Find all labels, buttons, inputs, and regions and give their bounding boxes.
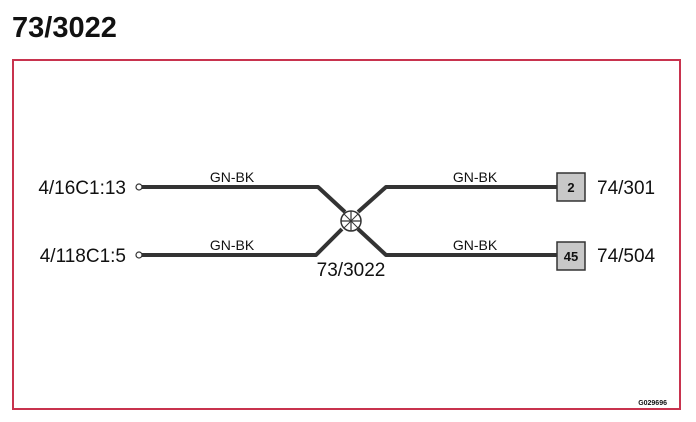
connector-label-left-top: 4/16C1:13 xyxy=(38,178,126,199)
wire-right-top xyxy=(356,185,558,214)
connector-label-right-top: 74/301 xyxy=(597,178,655,199)
pin-box-top xyxy=(556,172,586,202)
wire-right-bottom xyxy=(356,227,558,257)
diagram-frame xyxy=(12,59,681,410)
terminal-left-bottom xyxy=(135,251,143,259)
wire-color-left-bottom: GN-BK xyxy=(210,237,255,253)
wire-color-right-top: GN-BK xyxy=(453,169,498,185)
wire-left-bottom xyxy=(142,227,344,257)
pin-box-bottom xyxy=(556,241,586,271)
connector-label-left-bottom: 4/118C1:5 xyxy=(40,246,126,267)
splice-label: 73/3022 xyxy=(317,260,386,281)
wire-color-right-bottom: GN-BK xyxy=(453,237,498,253)
pin-number-top: 2 xyxy=(567,180,574,195)
wire-left-top xyxy=(142,185,347,214)
wire-color-left-top: GN-BK xyxy=(210,169,255,185)
terminal-left-top xyxy=(135,183,143,191)
connector-label-right-bottom: 74/504 xyxy=(597,246,656,267)
page-title: 73/3022 xyxy=(12,12,117,44)
pin-number-bottom: 45 xyxy=(564,249,578,264)
drawing-id: G029696 xyxy=(638,400,667,407)
splice-symbol xyxy=(340,210,362,232)
